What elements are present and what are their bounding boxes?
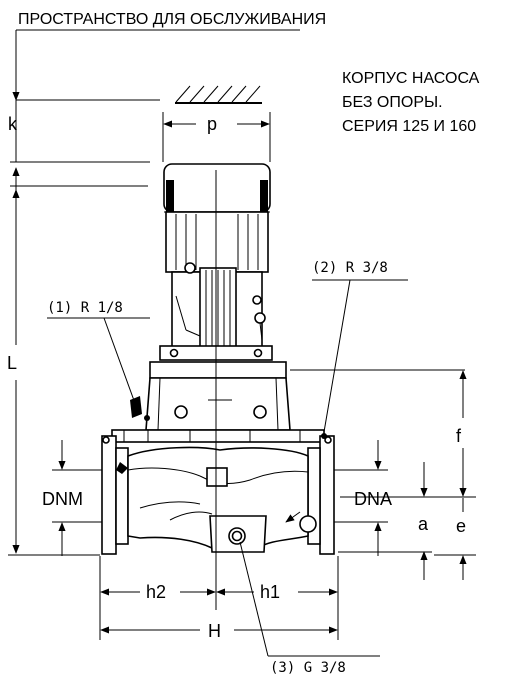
pump-housing [101, 429, 335, 555]
dim-L-label: L [7, 353, 17, 373]
dimension-a: a [418, 462, 429, 580]
dim-k-label: k [8, 114, 18, 134]
note-line-2: БЕЗ ОПОРЫ. [342, 94, 443, 111]
dim-a-label: a [418, 514, 429, 534]
note-line-1: КОРПУС НАСОСА [342, 70, 480, 87]
dimension-L: L [7, 186, 20, 554]
motor-bracket [130, 361, 291, 431]
callout-port-3: (3) G 3/8 [239, 541, 380, 676]
wall-hatch [175, 85, 262, 104]
port-3-label: (3) G 3/8 [270, 660, 346, 676]
dim-h2-label: h2 [146, 582, 166, 602]
dimension-H: H [100, 621, 338, 641]
dim-h1-label: h1 [260, 582, 280, 602]
dim-DNA-label: DNA [354, 489, 392, 509]
port-2-label: (2) R 3/8 [312, 260, 388, 276]
dim-p-label: p [207, 114, 217, 134]
dimension-p: p [162, 112, 271, 162]
dimension-k: k [8, 82, 20, 187]
callout-port-2: (2) R 3/8 [312, 260, 408, 439]
dimension-e: e [456, 498, 467, 580]
dimension-DNM: DNM [42, 440, 102, 556]
dimension-f: f [456, 370, 467, 497]
dimension-h2: h2 [100, 582, 216, 602]
service-space-title: ПРОСТРАНСТВО ДЛЯ ОБСЛУЖИВАНИЯ [18, 11, 326, 28]
dim-f-label: f [456, 426, 462, 446]
dim-e-label: e [456, 516, 466, 536]
port-1-label: (1) R 1/8 [47, 300, 123, 316]
dim-DNM-label: DNM [42, 489, 83, 509]
dimension-DNA: DNA [334, 440, 392, 556]
dim-H-label: H [208, 621, 221, 641]
dimension-h1: h1 [216, 582, 338, 602]
callout-port-1: (1) R 1/8 [47, 300, 150, 407]
note-line-3: СЕРИЯ 125 И 160 [342, 118, 476, 135]
